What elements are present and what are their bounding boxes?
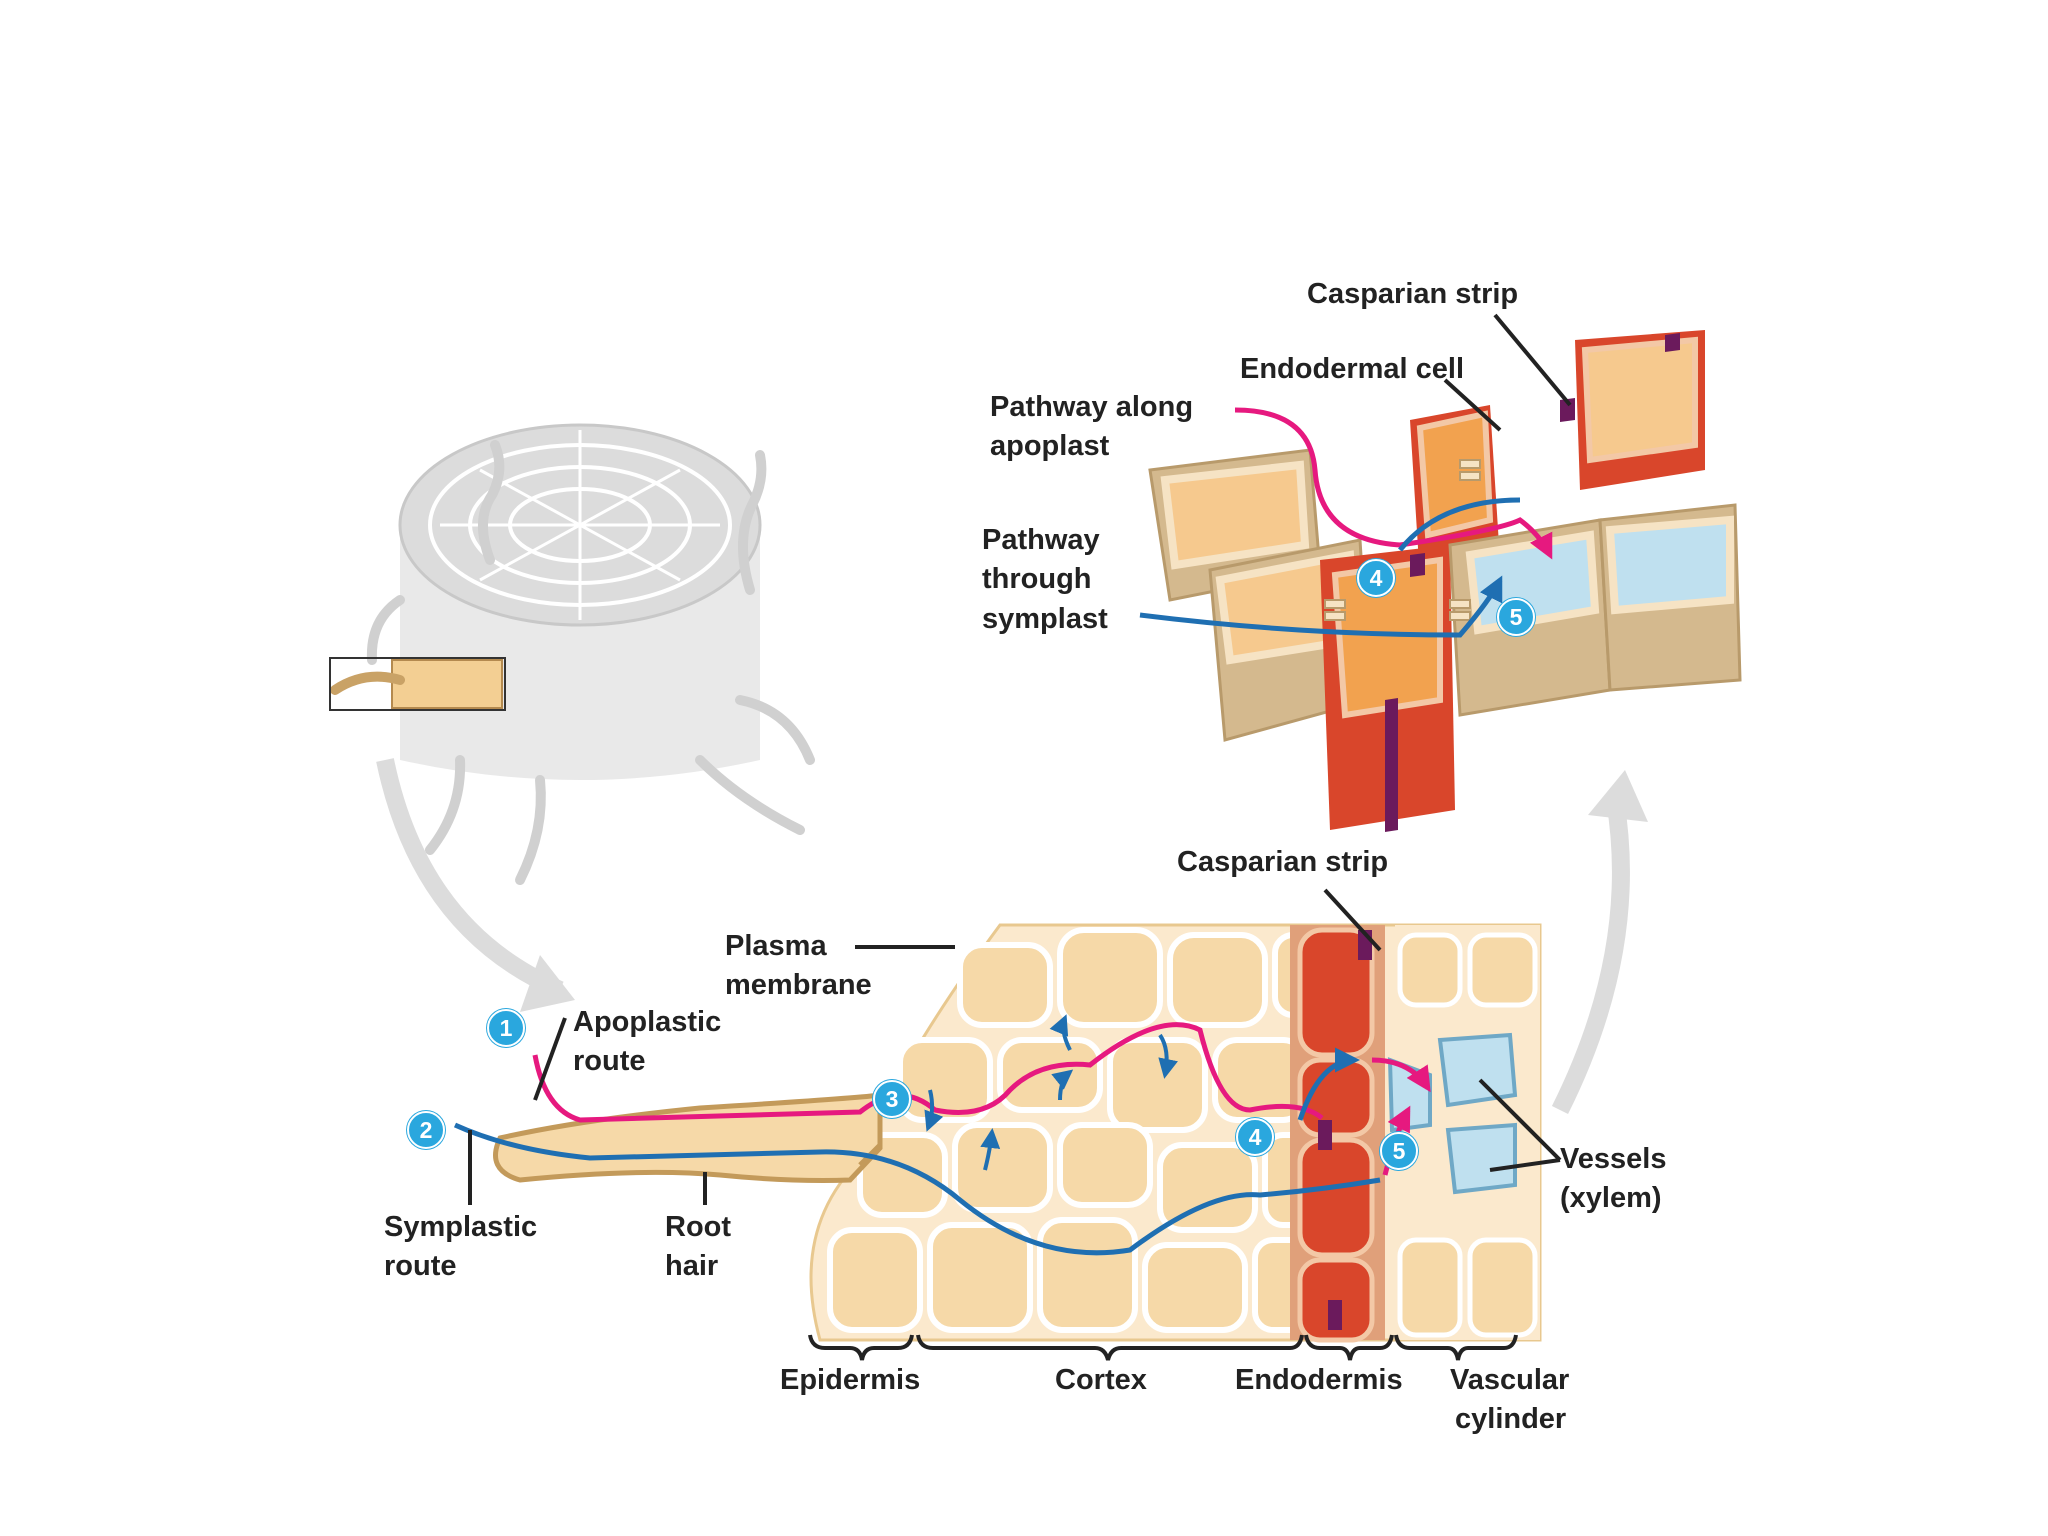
tissue-section — [809, 923, 1542, 1343]
label-plasma-membrane-line2: membrane — [725, 969, 872, 1001]
label-vessels-line1: Vessels — [1560, 1143, 1667, 1175]
label-symplastic-route-line2: route — [384, 1250, 457, 1282]
inset-apoplast-path — [1234, 407, 1553, 560]
root-hair — [493, 1092, 883, 1183]
label-cortex: Cortex — [1055, 1364, 1147, 1396]
label-casparian-strip-mid: Casparian strip — [1177, 846, 1389, 878]
step-badge-4-inset: 4 — [1357, 559, 1395, 597]
step-badge-1: 1 — [487, 1009, 525, 1047]
symplastic-path-up — [1297, 1047, 1360, 1121]
label-symplastic-route-line1: Symplastic — [384, 1211, 538, 1243]
label-casparian-strip-top: Casparian strip — [1307, 278, 1519, 310]
vascular-cells — [1387, 925, 1540, 1340]
endodermis-3d-inset — [1139, 330, 1742, 832]
label-root-hair-line1: Root — [665, 1211, 732, 1243]
label-endodermal-cell: Endodermal cell — [1240, 353, 1465, 385]
guide-arrow-down — [376, 758, 564, 999]
inset-symplast-path — [1139, 575, 1503, 638]
label-root-hair-line2: hair — [665, 1250, 719, 1282]
leader-lines — [468, 313, 1572, 1205]
step-badge-5-inset: 5 — [1497, 598, 1535, 636]
label-endodermis: Endodermis — [1235, 1364, 1403, 1396]
label-vascular-cylinder-line2: cylinder — [1455, 1403, 1567, 1435]
apoplastic-path-into-vessel — [1371, 1057, 1431, 1093]
xylem-vessel-2 — [1445, 1122, 1517, 1195]
root-cross-section — [329, 423, 815, 885]
apoplastic-path — [532, 1022, 1324, 1123]
label-pathway-symplast-line2: through — [982, 563, 1092, 595]
step-badge-5: 5 — [1380, 1132, 1418, 1170]
plasmodesmata — [1324, 459, 1481, 621]
label-pathway-apoplast-line2: apoplast — [990, 430, 1110, 462]
step-badge-3: 3 — [873, 1080, 911, 1118]
symplastic-path — [453, 1122, 1381, 1256]
step-badge-4: 4 — [1236, 1118, 1274, 1156]
label-plasma-membrane-line1: Plasma — [725, 930, 827, 962]
guide-arrowhead-down — [520, 955, 575, 1012]
label-vascular-cylinder-line1: Vascular — [1450, 1364, 1570, 1396]
guide-arrow-up — [1551, 798, 1630, 1115]
step-badge-2: 2 — [407, 1111, 445, 1149]
transmembrane-arrows — [924, 1014, 1178, 1171]
label-pathway-apoplast-line1: Pathway along — [990, 391, 1194, 423]
label-vessels-line2: (xylem) — [1560, 1182, 1662, 1214]
label-epidermis: Epidermis — [780, 1364, 921, 1396]
casparian-strip-marks — [1318, 930, 1372, 1330]
label-pathway-symplast-line3: symplast — [982, 603, 1108, 635]
label-apoplastic-route-line2: route — [573, 1045, 646, 1077]
inset-symplast-branch — [1398, 497, 1521, 552]
endodermis-band — [1290, 925, 1385, 1343]
region-brackets — [808, 1334, 1518, 1361]
label-apoplastic-route-line1: Apoplastic — [573, 1006, 722, 1038]
xylem-vessel-1 — [1437, 1032, 1518, 1108]
guide-arrowhead-up — [1588, 770, 1648, 822]
label-pathway-symplast-line1: Pathway — [982, 524, 1100, 556]
